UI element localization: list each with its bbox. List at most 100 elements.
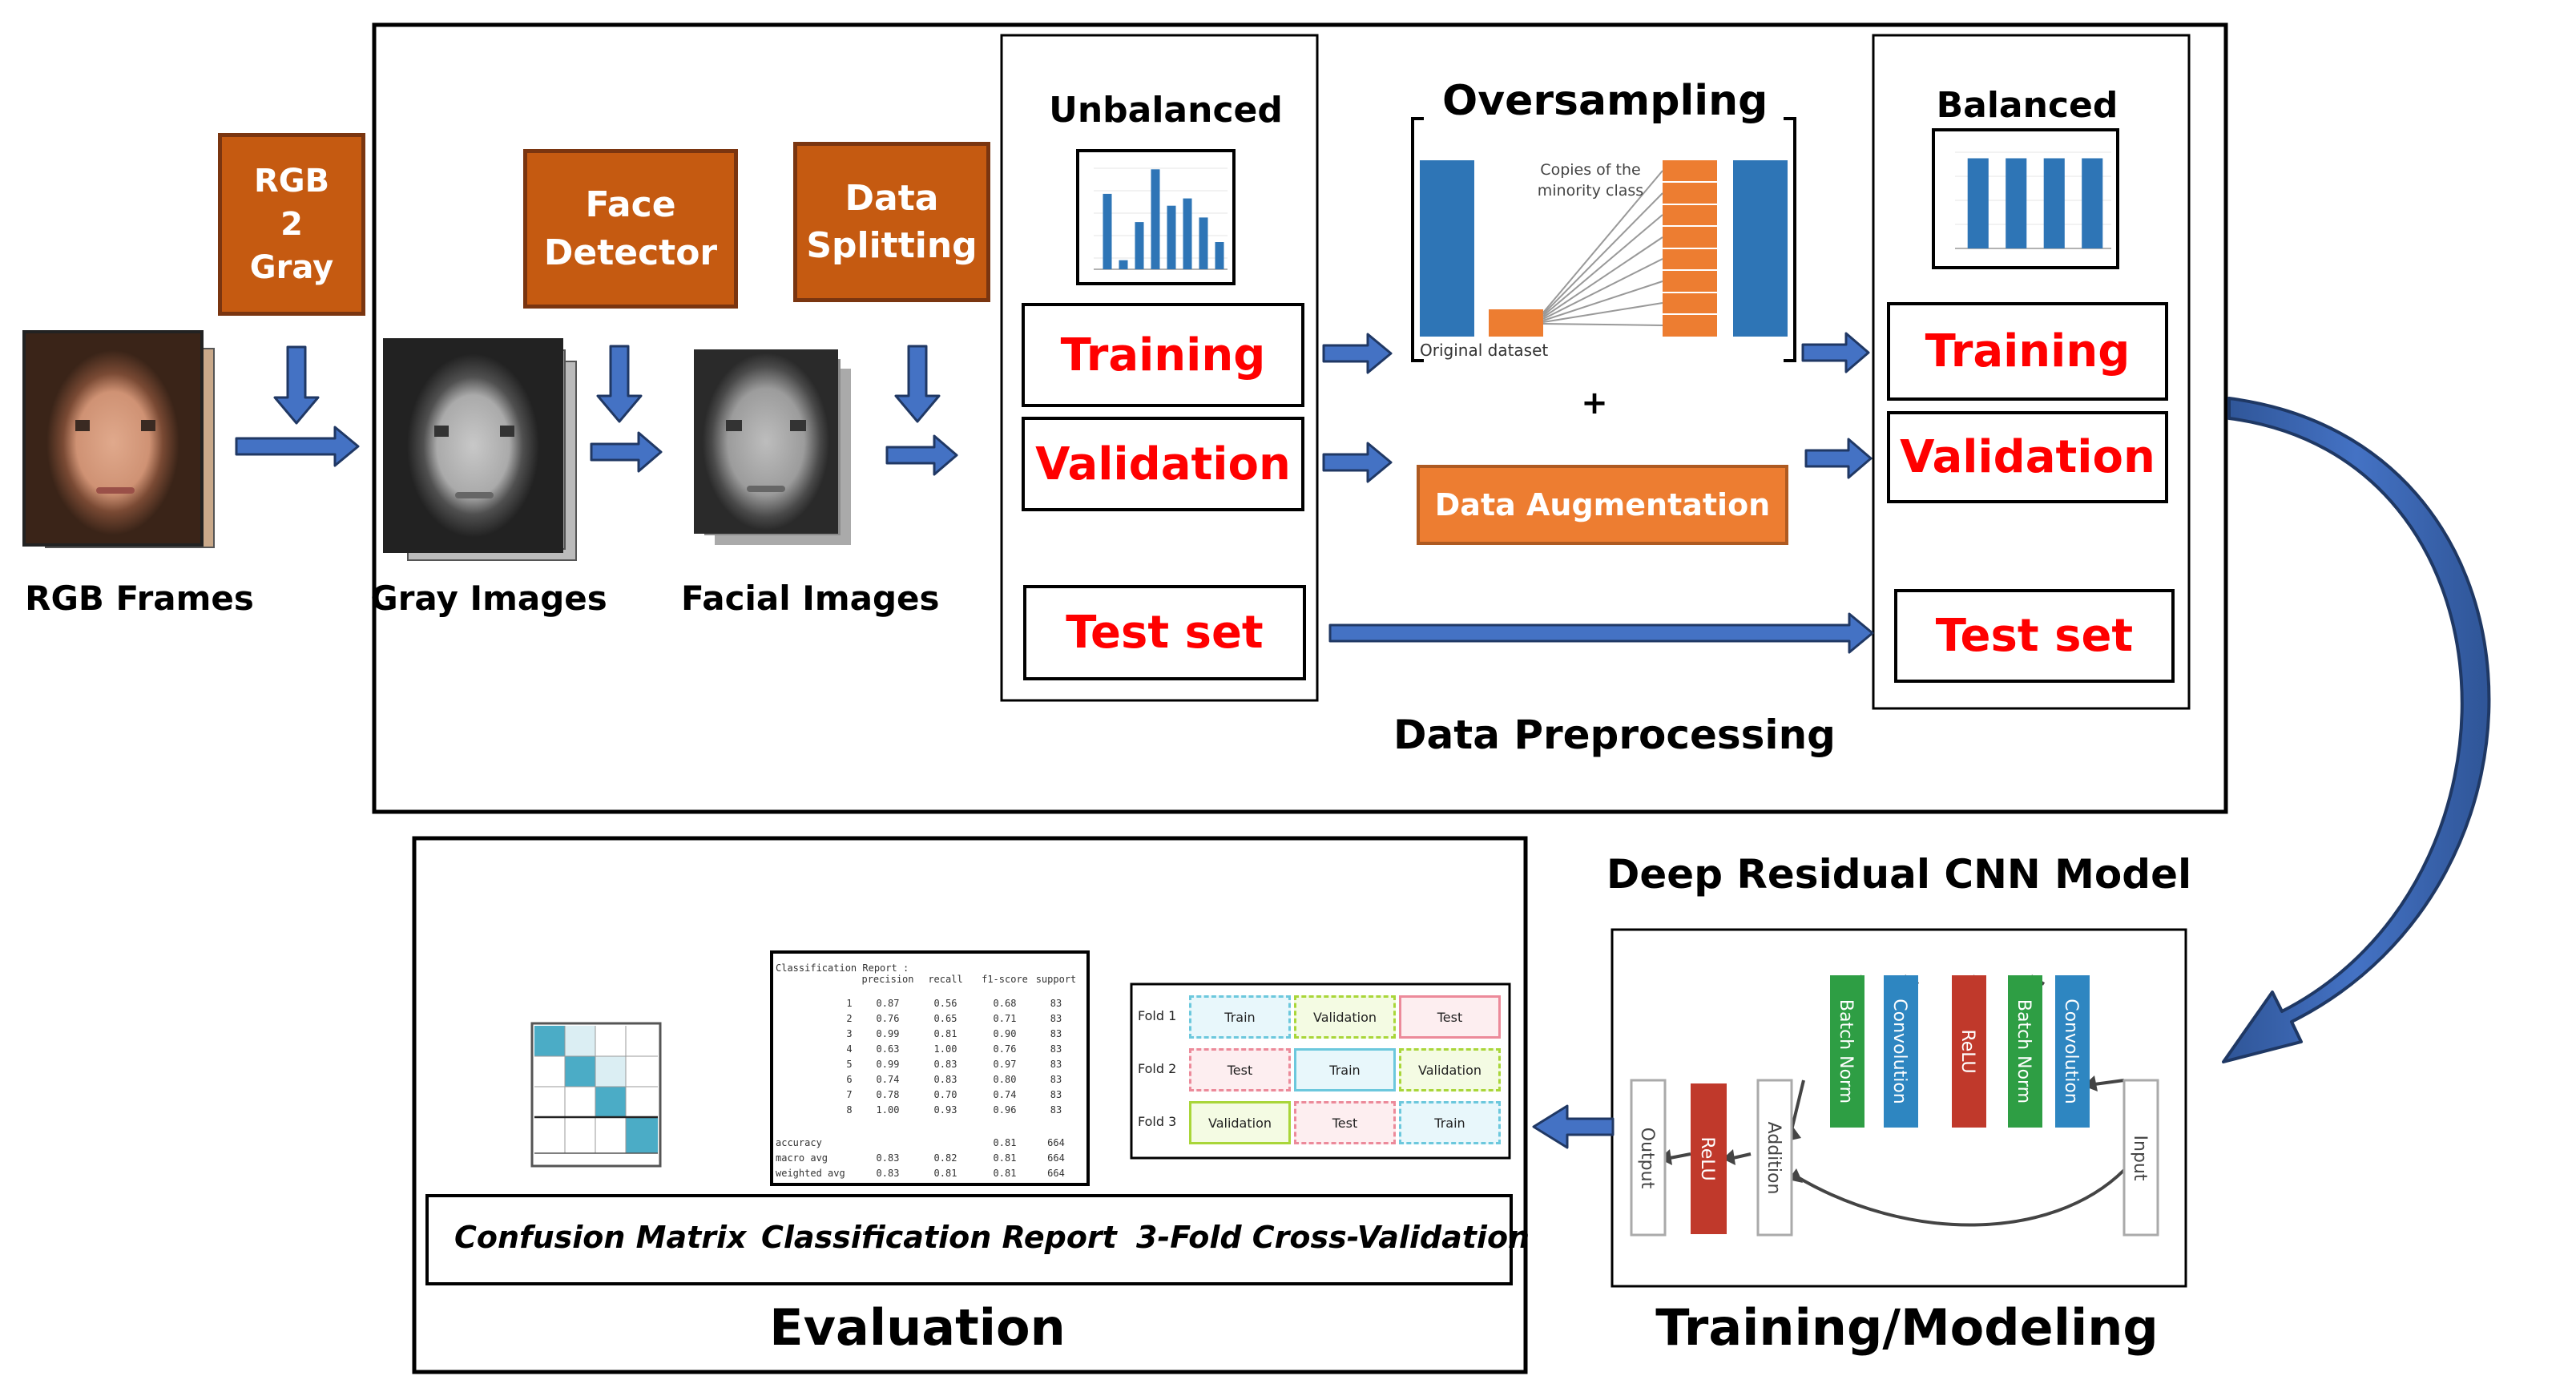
original-dataset-label: Original dataset: [1420, 341, 1549, 360]
report-row-5-cell-1: 5: [846, 1059, 853, 1070]
rgb-frame-photo: [22, 330, 204, 547]
unbalanced-bar-3: [1135, 222, 1144, 269]
rgb-frames-label: RGB Frames: [25, 579, 254, 618]
cnn-frame: [1611, 928, 2187, 1288]
fold-1-cell-2: Validation: [1294, 995, 1396, 1039]
report-summary-3-label: weighted avg: [776, 1168, 845, 1179]
original-minority-bar: [1489, 309, 1543, 337]
fold-1-label: Fold 1: [1138, 1008, 1177, 1023]
report-row-6-cell-3: 0.83: [933, 1074, 957, 1085]
training-label-left: Training: [1060, 329, 1266, 381]
arrow-oversampling-training: [1801, 332, 1870, 373]
report-row-3-cell-2: 0.99: [876, 1028, 900, 1039]
report-row-5-cell-5: 83: [1050, 1059, 1062, 1070]
oversampling-bracket: [1411, 117, 1796, 362]
unbalanced-bar-8: [1215, 242, 1224, 269]
minority-copies: [1542, 160, 1717, 337]
face-mouth: [96, 487, 135, 494]
cnn-convolution-block-2: [1884, 975, 1918, 1128]
data-splitting-line-2: Splitting: [806, 225, 978, 266]
fold-3-cell-3: Train: [1399, 1101, 1501, 1144]
test-set-box-left: Test set: [1023, 585, 1306, 680]
fold-3-label: Fold 3: [1138, 1114, 1177, 1129]
cnn-convolution-label-2: Convolution: [1889, 999, 1909, 1104]
report-header-1: precision: [861, 974, 914, 985]
cnn-output-block: [1630, 1079, 1667, 1237]
report-row-7-cell-1: 7: [846, 1089, 853, 1100]
arrow-data-splitting-down: [894, 345, 941, 423]
report-summary-3-cell-5: 664: [1047, 1168, 1065, 1179]
balanced-majority-bar: [1733, 160, 1788, 337]
rgb2gray-line-2: 2: [280, 206, 303, 243]
facial-images-label: Facial Images: [681, 579, 940, 618]
unbalanced-bar-6: [1183, 198, 1192, 269]
report-row-7-cell-2: 0.78: [876, 1089, 900, 1100]
report-row-2-cell-3: 0.65: [933, 1013, 957, 1024]
confusion-matrix: [530, 1022, 662, 1168]
report-row-6-cell-2: 0.74: [876, 1074, 900, 1085]
report-header-3: f1-score: [982, 974, 1028, 985]
gray-face-mouth: [455, 492, 494, 498]
rgb2gray-line-1: RGB: [253, 163, 330, 200]
oversampling-label: Oversampling: [1442, 77, 1768, 125]
data-augmentation-label: Data Augmentation: [1434, 487, 1771, 523]
unbalanced-bars: [1103, 169, 1224, 269]
report-row-6-cell-4: 0.80: [993, 1074, 1017, 1085]
arrow-rgb2gray-down: [273, 345, 320, 425]
face-eyes: [75, 420, 155, 431]
report-row-3-cell-3: 0.81: [933, 1028, 957, 1039]
cnn-batchnorm-label-2: Batch Norm: [1836, 999, 1856, 1104]
cnn-relu-block-2: [1691, 1083, 1727, 1234]
report-row-4-cell-4: 0.76: [993, 1043, 1017, 1055]
unbalanced-bar-1: [1103, 193, 1112, 269]
gray-images-label: Gray Images: [370, 579, 607, 618]
data-augmentation-box: Data Augmentation: [1417, 465, 1788, 545]
report-summary-3-cell-2: 0.83: [876, 1168, 900, 1179]
report-row-5-cell-3: 0.83: [933, 1059, 957, 1070]
report-row-7-cell-5: 83: [1050, 1089, 1062, 1100]
facial-face-eyes: [726, 420, 806, 431]
arrow-face-detector-down: [596, 345, 643, 423]
report-summary-3-cell-4: 0.81: [993, 1168, 1017, 1179]
balanced-label: Balanced: [1936, 85, 2118, 126]
unbalanced-bar-5: [1167, 205, 1176, 269]
copies-minority-label: Copies of the minority class: [1526, 160, 1655, 201]
fold-2-cell-2: Train: [1294, 1048, 1396, 1091]
fold-1-cell-3: Test: [1399, 995, 1501, 1039]
test-set-label-right: Test set: [1935, 610, 2134, 662]
report-row-1-cell-5: 83: [1050, 998, 1062, 1009]
cnn-relu-label-2: ReLU: [1697, 1136, 1717, 1180]
report-row-7-cell-4: 0.74: [993, 1089, 1017, 1100]
data-preprocessing-label: Data Preprocessing: [1393, 712, 1836, 758]
arrow-to-facial-images: [590, 431, 663, 473]
face-detector-box: Face Detector: [523, 149, 738, 309]
report-row-1-cell-4: 0.68: [993, 998, 1017, 1009]
curved-arrow-to-training: [2222, 397, 2491, 1063]
cnn-relu-label-1: ReLU: [1957, 1029, 1977, 1073]
unbalanced-label: Unbalanced: [1049, 90, 1283, 131]
cnn-input-block: [2122, 1079, 2159, 1237]
face-detector-line-2: Detector: [543, 232, 718, 273]
cnn-block-diagram: Input Convolution Batch Norm ReLU Convol…: [1630, 974, 2159, 1237]
cnn-batchnorm-label-1: Batch Norm: [2014, 999, 2034, 1104]
report-row-7-cell-3: 0.70: [933, 1089, 957, 1100]
evaluation-label: Evaluation: [769, 1298, 1066, 1357]
report-row-2-cell-4: 0.71: [993, 1013, 1017, 1024]
cnn-batchnorm-block-1: [2008, 975, 2042, 1128]
report-row-6-cell-5: 83: [1050, 1074, 1062, 1085]
gray-images-stack: [383, 338, 579, 564]
report-header-4: support: [1035, 974, 1077, 985]
validation-box-right: Validation: [1887, 411, 2168, 503]
report-row-4-cell-5: 83: [1050, 1043, 1062, 1055]
classification-report-frame: [770, 950, 1090, 1186]
report-row-3-cell-5: 83: [1050, 1028, 1062, 1039]
report-row-8-cell-5: 83: [1050, 1104, 1062, 1116]
fold-3-cell-1: Validation: [1189, 1101, 1291, 1144]
validation-label-left: Validation: [1035, 438, 1291, 490]
arrow-test-direct: [1328, 612, 1874, 654]
report-row-4-cell-3: 1.00: [933, 1043, 957, 1055]
arrow-to-splits: [885, 434, 958, 476]
training-label-right: Training: [1925, 325, 2131, 377]
arrow-training-oversampling: [1322, 333, 1393, 374]
